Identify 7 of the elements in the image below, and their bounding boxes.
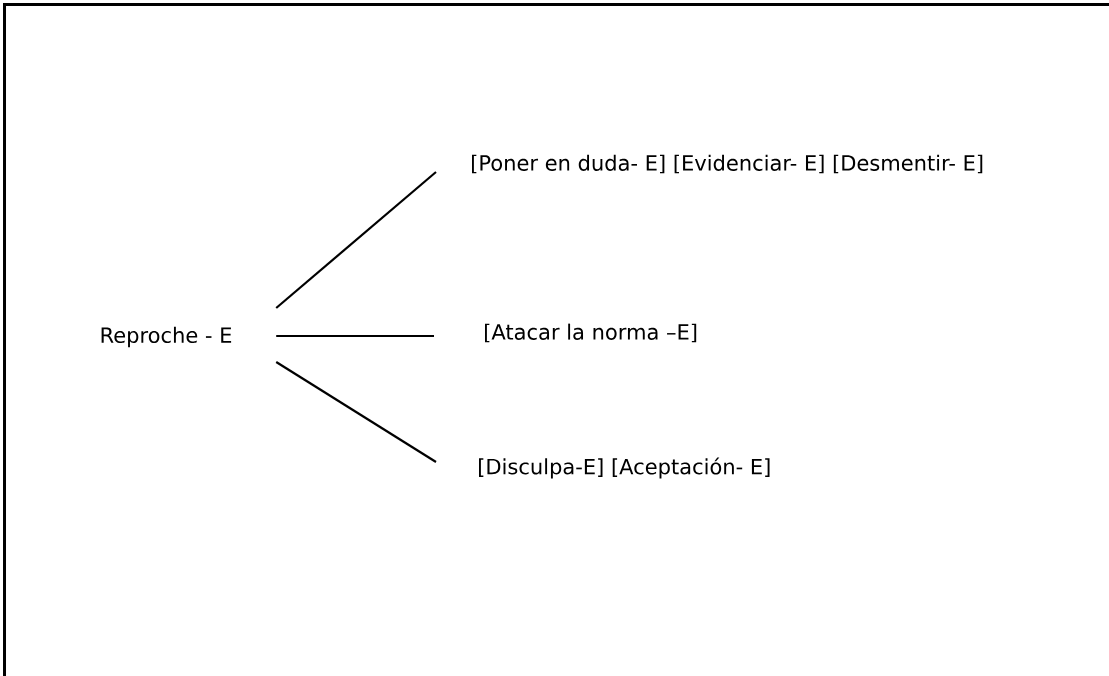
connector-line (276, 334, 434, 338)
connector-line (275, 361, 437, 463)
node-label: [Poner en duda- E] [Evidenciar- E] [Desmentir- E] (472, 154, 983, 174)
node-label: [Atacar la norma –E] (485, 323, 697, 343)
node-label: Reproche - E (101, 326, 232, 348)
connector-line (275, 171, 437, 309)
node-label: [Disculpa-E] [Aceptación- E] (479, 457, 770, 479)
